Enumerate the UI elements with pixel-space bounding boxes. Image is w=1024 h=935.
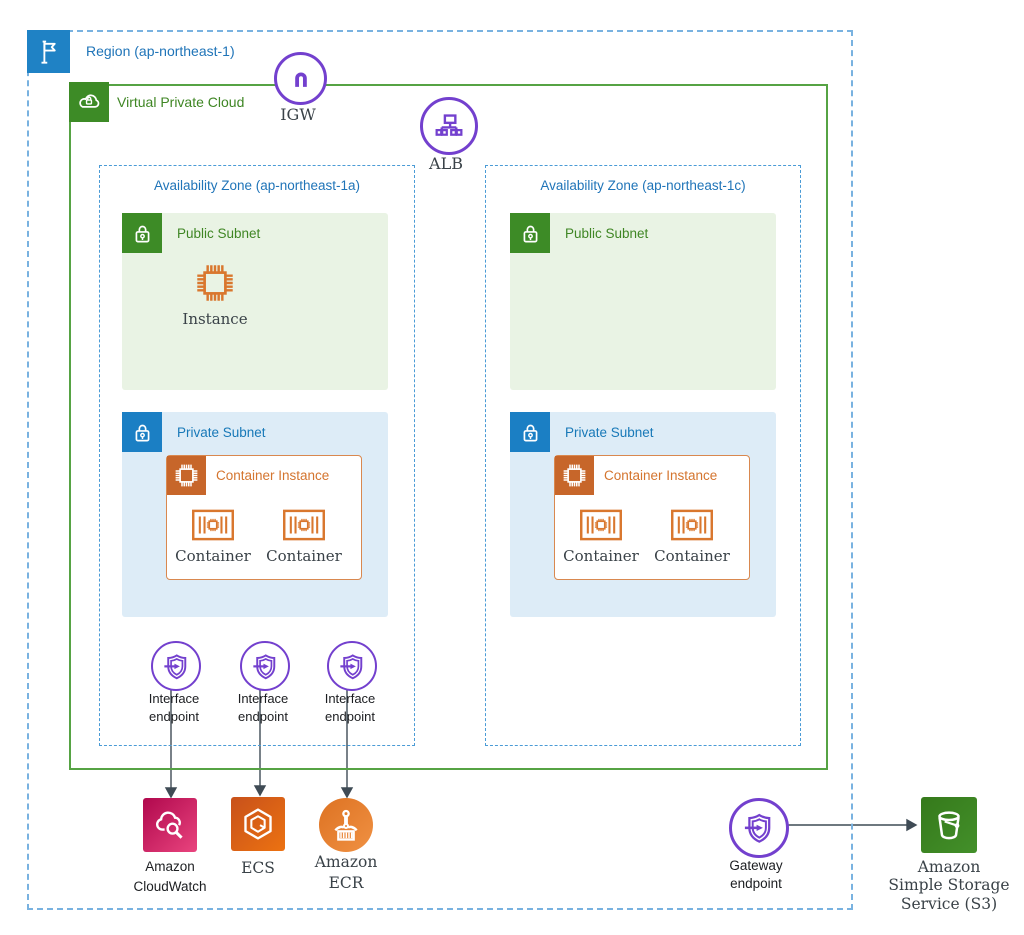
gateway-endpoint-icon bbox=[729, 798, 789, 858]
region-label: Region (ap-northeast-1) bbox=[86, 43, 235, 59]
public-subnet-lock-icon bbox=[510, 213, 550, 253]
container-instance-a: Container Instance Container Container bbox=[166, 455, 362, 580]
interface-endpoint-icon bbox=[151, 641, 201, 691]
container-icon bbox=[579, 509, 623, 541]
az-a-label: Availability Zone (ap-northeast-1a) bbox=[153, 178, 361, 193]
private-subnet-c: Private Subnet Container Instance Contai… bbox=[510, 412, 776, 617]
alb-icon bbox=[420, 97, 478, 155]
s3-bucket-icon bbox=[921, 797, 977, 853]
interface-endpoint-label: Interface endpoint bbox=[148, 691, 200, 724]
public-subnet-a: Public Subnet Instance bbox=[122, 213, 388, 390]
vpc-label: Virtual Private Cloud bbox=[117, 94, 245, 110]
public-subnet-lock-icon bbox=[122, 213, 162, 253]
gateway-endpoint-label: Gateway endpoint bbox=[729, 858, 783, 892]
container-label: Container bbox=[654, 547, 730, 565]
public-subnet-c: Public Subnet bbox=[510, 213, 776, 390]
container-label: Container bbox=[175, 547, 251, 565]
cloudwatch-label: Amazon CloudWatch bbox=[133, 859, 207, 894]
interface-endpoint-label: Interface endpoint bbox=[237, 691, 289, 724]
private-subnet-lock-icon bbox=[122, 412, 162, 452]
private-subnet-a-label: Private Subnet bbox=[177, 425, 266, 440]
az-c-label: Availability Zone (ap-northeast-1c) bbox=[540, 178, 746, 193]
vpc-icon bbox=[69, 82, 109, 122]
private-subnet-a: Private Subnet Container Instance Contai… bbox=[122, 412, 388, 617]
ecr-icon bbox=[319, 798, 373, 852]
region-group: Region (ap-northeast-1) Virtual Private … bbox=[27, 30, 853, 910]
container-instance-c-label: Container Instance bbox=[604, 468, 718, 483]
private-subnet-c-label: Private Subnet bbox=[565, 425, 654, 440]
container-label: Container bbox=[266, 547, 342, 565]
region-flag-icon bbox=[27, 30, 70, 73]
private-subnet-lock-icon bbox=[510, 412, 550, 452]
interface-endpoint-icon bbox=[240, 641, 290, 691]
availability-zone-c: Availability Zone (ap-northeast-1c) Publ… bbox=[485, 165, 801, 746]
container-label: Container bbox=[563, 547, 639, 565]
availability-zone-a: Availability Zone (ap-northeast-1a) Publ… bbox=[99, 165, 415, 746]
ecs-label: ECS bbox=[241, 859, 275, 877]
container-instance-a-label: Container Instance bbox=[216, 468, 330, 483]
alb-label: ALB bbox=[429, 154, 463, 173]
ecr-label: Amazon ECR bbox=[314, 853, 378, 892]
container-instance-chip-icon bbox=[555, 456, 594, 495]
ecs-icon bbox=[231, 797, 285, 851]
ec2-instance-icon bbox=[193, 261, 237, 305]
instance-label: Instance bbox=[182, 310, 248, 328]
s3-label: Amazon Simple Storage Service (S3) bbox=[888, 858, 1010, 913]
cloudwatch-icon bbox=[143, 798, 197, 852]
vpc-group: Virtual Private Cloud Availability Zone … bbox=[69, 82, 828, 770]
public-subnet-a-label: Public Subnet bbox=[177, 226, 261, 241]
container-instance-c: Container Instance Container Container bbox=[554, 455, 750, 580]
container-instance-chip-icon bbox=[167, 456, 206, 495]
container-icon bbox=[670, 509, 714, 541]
igw-label: IGW bbox=[280, 105, 316, 124]
container-icon bbox=[282, 509, 326, 541]
public-subnet-c-label: Public Subnet bbox=[565, 226, 649, 241]
internet-gateway-icon bbox=[274, 52, 327, 105]
interface-endpoint-icon bbox=[327, 641, 377, 691]
container-icon bbox=[191, 509, 235, 541]
interface-endpoint-label: Interface endpoint bbox=[324, 691, 376, 724]
